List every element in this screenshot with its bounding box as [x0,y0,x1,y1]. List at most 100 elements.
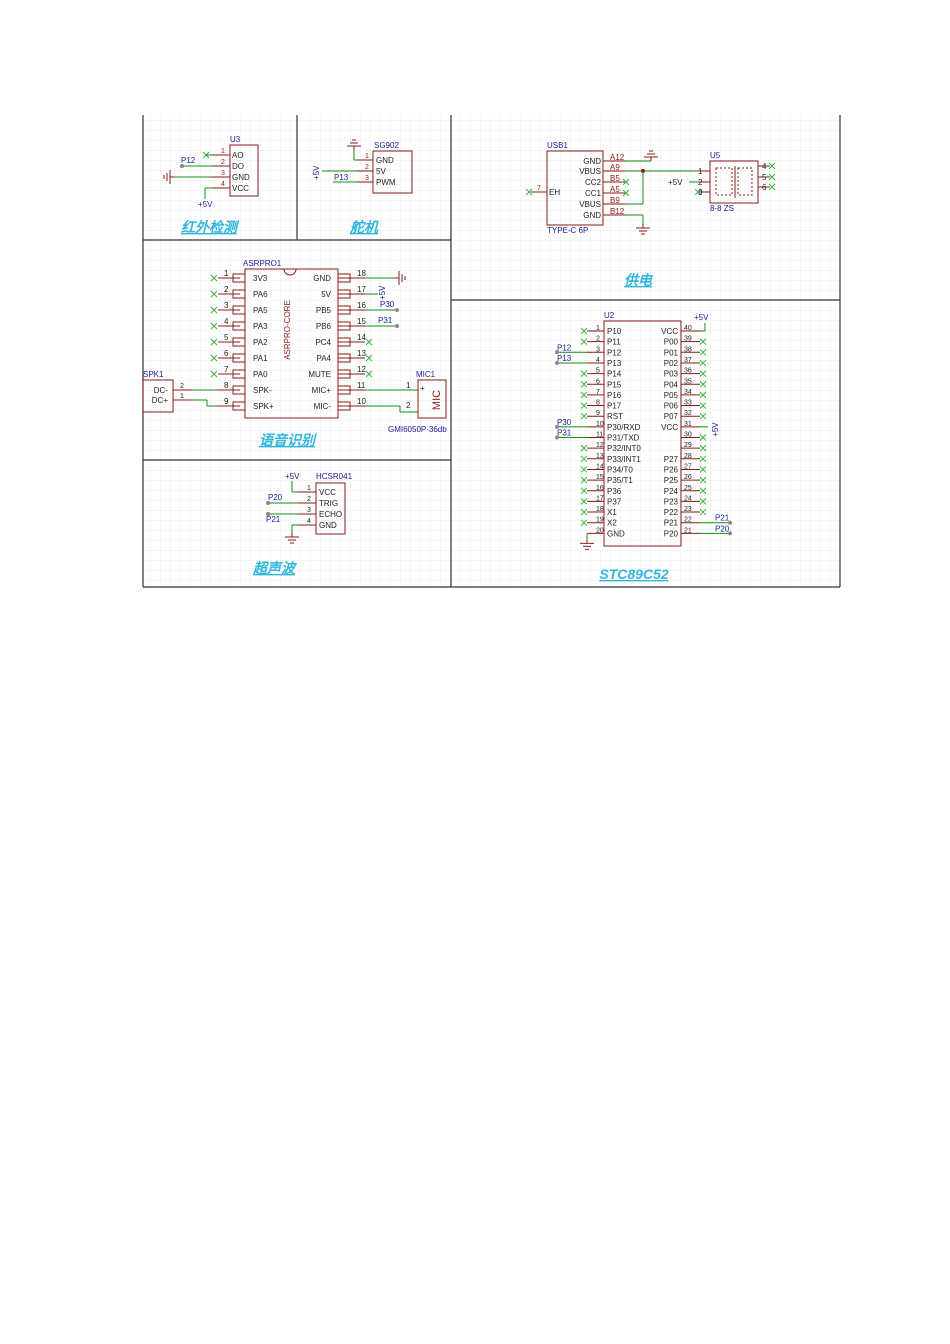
mcu-pin-number: 20 [596,527,604,534]
asr-pin-number: 2 [224,285,229,294]
junction-dot [266,512,270,516]
mic-plus: + [420,384,425,393]
no-connect-mark [525,188,533,196]
usb-pin-number: B9 [610,196,620,205]
servo-pin-number: 2 [365,164,369,171]
mcu-pin-name: VCC [661,327,678,336]
no-connect-mark [580,380,588,388]
asr-pin-socket [232,353,246,363]
usb-pin-number: A12 [610,153,625,162]
asr-net-pb6: P31 [378,316,393,325]
servo-net-pwm: P13 [334,173,349,182]
mcu-pin-name: P06 [664,402,679,411]
mic-value: GMI6050P-36db [388,425,447,434]
no-connect-mark [365,370,373,378]
mcu-pin-number: 36 [684,368,692,375]
no-connect-mark [699,466,707,473]
no-connect-stroke [580,370,588,377]
mcu-pin-number: 22 [684,517,692,524]
mcu-pin-name: P25 [664,476,679,485]
no-connect-stroke [699,412,707,420]
mcu-net-label: P20 [715,524,730,533]
mcu-pin-number: 13 [596,453,604,460]
junction-dot [266,501,270,505]
mcu-pin-number: 15 [596,474,604,481]
no-connect-mark [694,188,702,196]
no-connect-stroke [580,412,588,420]
asr-designator: ASRPRO1 [243,259,282,268]
ir-module-designator: U3 [230,135,241,144]
mcu-net-label: P13 [557,354,572,363]
no-connect-stroke [768,173,776,181]
switch-designator: U5 [710,151,721,160]
switch-pin-number: 6 [762,183,767,192]
usb-connector-body [546,150,604,226]
asr-pin-socket [232,321,246,331]
no-connect-stroke [699,391,707,399]
no-connect-stroke [768,162,776,170]
section-title-voice: 语音识别 [259,432,318,448]
mcu-pin-name: P07 [664,412,679,421]
ultrasonic-pin-number: 3 [307,507,311,514]
mcu-pin-name: P32/INT0 [607,444,641,453]
asr-pin-number: 9 [224,397,229,406]
mcu-pin-number: 28 [684,453,692,460]
mcu-pin-name: P00 [664,338,679,347]
no-connect-stroke [699,466,707,473]
ir-pin-name: AO [232,151,244,160]
mcu-net-label: P21 [715,514,730,523]
no-connect-stroke [210,322,218,330]
asr-pin-number: 4 [224,317,229,326]
mcu-pin-number: 24 [684,495,692,502]
asr-ground [395,271,406,285]
no-connect-stroke [699,508,707,516]
mcu-pin-name: P10 [607,327,622,336]
mcu-pin-number: 14 [596,463,604,470]
ir-net-vcc: +5V [198,200,213,209]
no-connect-stroke [580,455,588,463]
mcu-pin-name: P02 [664,359,679,368]
no-connect-stroke [365,338,373,346]
no-connect-mark [768,162,776,170]
no-connect-mark [699,444,707,452]
asr-pin-number: 14 [357,333,366,342]
no-connect-stroke [525,188,533,196]
no-connect-mark [768,173,776,181]
junction-dot [555,360,559,365]
asr-pin-socket [337,353,351,363]
asr-pin-number: 12 [357,365,366,374]
mcu-pin-number: 30 [684,432,692,439]
mcu-pin-name: P22 [664,508,679,517]
mcu-pin-name: X2 [607,519,617,528]
mcu-pin-number: 19 [596,517,604,524]
junction-dot [728,531,732,536]
no-connect-stroke [622,189,630,197]
asr-pin-number: 7 [224,365,229,374]
ultrasonic-ground [285,533,299,544]
speaker-designator: SPK1 [143,370,164,379]
asr-pin-name: PA4 [316,354,331,363]
ultrasonic-designator: HCSR041 [316,472,353,481]
servo-designator: SG902 [374,141,399,150]
section-title-servo: 舵机 [349,219,379,235]
no-connect-mark [580,402,588,409]
no-connect-stroke [580,476,588,484]
no-connect-mark [580,476,588,484]
mic-pin-number: 1 [406,381,411,390]
ir-pin-number: 3 [221,170,225,177]
mcu-pin-number: 29 [684,442,692,449]
schematic-grid [143,115,840,587]
no-connect-stroke [699,370,707,377]
mcu-pin-number: 11 [596,432,603,439]
asr-net-5v: +5V [378,285,387,300]
mcu-pin-number: 32 [684,410,692,417]
servo-body [372,150,413,194]
no-connect-mark [699,380,707,388]
no-connect-mark [580,508,588,516]
mcu-net-label: P12 [557,343,572,352]
switch-inner [737,167,753,196]
mcu-pin-number: 21 [684,527,692,534]
switch-body [709,160,759,204]
no-connect-stroke [699,487,707,495]
